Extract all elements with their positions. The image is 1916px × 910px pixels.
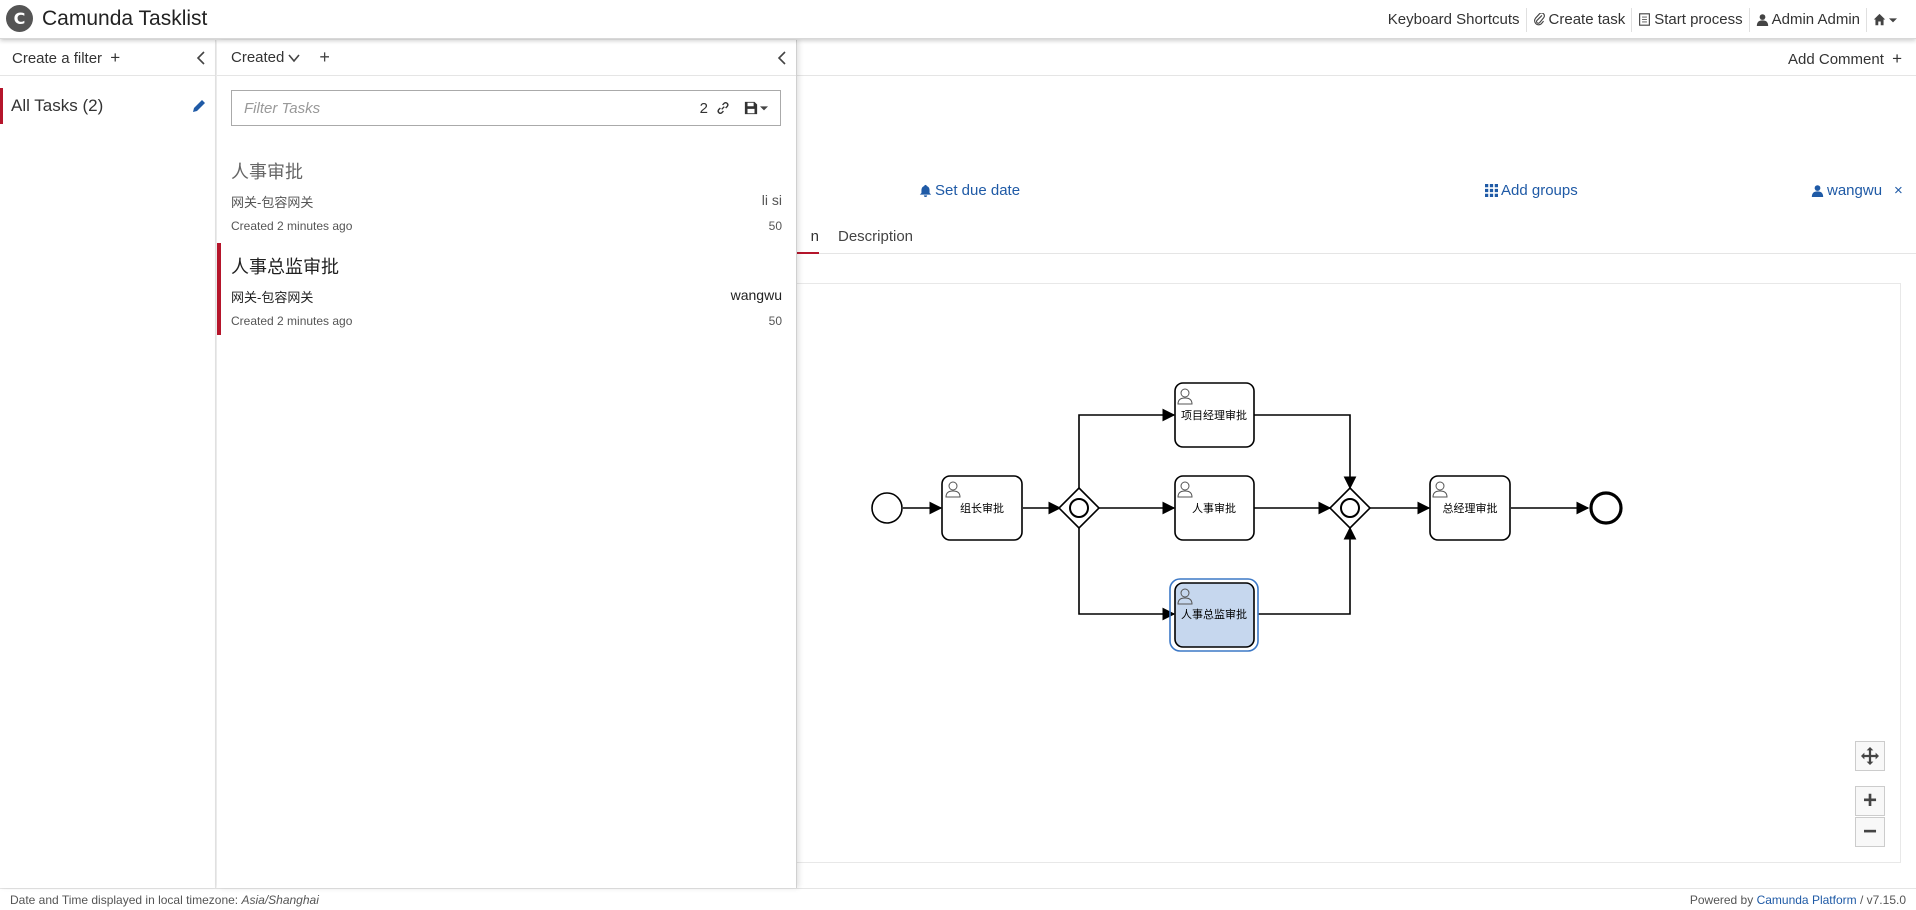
create-filter-label: Create a filter bbox=[12, 49, 103, 67]
version-label: / v7.15.0 bbox=[1859, 893, 1906, 907]
filter-label: All Tasks (2) bbox=[11, 96, 104, 115]
task-name: 人事审批 bbox=[231, 162, 303, 182]
user-name: Admin Admin bbox=[1771, 11, 1860, 28]
list-alt-icon bbox=[1639, 13, 1651, 26]
user-icon bbox=[1811, 185, 1824, 197]
task-process: 网关-包容网关 bbox=[231, 195, 314, 210]
keyboard-shortcuts-link[interactable]: Keyboard Shortcuts bbox=[1382, 11, 1526, 28]
set-due-date-button[interactable]: Set due date bbox=[919, 182, 1020, 199]
timezone-label: Date and Time displayed in local timezon… bbox=[10, 893, 239, 907]
footer: Date and Time displayed in local timezon… bbox=[0, 888, 1916, 910]
task-meta-row: 网关-包容网关 li si bbox=[231, 192, 782, 211]
zoom-out-button[interactable]: − bbox=[1855, 817, 1885, 847]
bpmn-diagram-container bbox=[797, 283, 1901, 863]
filters-header: Create a filter + bbox=[0, 40, 215, 76]
nav-divider bbox=[1748, 7, 1750, 32]
top-nav: Keyboard Shortcuts Create task Start pro… bbox=[1382, 0, 1906, 39]
nav-divider bbox=[1866, 7, 1867, 32]
bell-icon bbox=[919, 184, 932, 197]
task-process: 网关-包容网关 bbox=[231, 290, 314, 305]
add-comment-label: Add Comment bbox=[1788, 51, 1884, 68]
powered-by: Powered by Camunda Platform / v7.15.0 bbox=[1690, 893, 1906, 907]
task-assignee: wangwu bbox=[730, 287, 782, 303]
pencil-icon[interactable] bbox=[191, 98, 207, 114]
grid-icon bbox=[1485, 184, 1498, 197]
assignee-button[interactable]: wangwu bbox=[1811, 182, 1882, 199]
floppy-disk-icon bbox=[744, 101, 758, 115]
filters-panel: Create a filter + All Tasks (2) bbox=[0, 40, 216, 888]
add-comment-button[interactable]: Add Comment + bbox=[1788, 49, 1902, 69]
add-groups-button[interactable]: Add groups bbox=[1485, 182, 1578, 199]
task-search: 2 bbox=[231, 90, 781, 126]
camunda-platform-link[interactable]: Camunda Platform bbox=[1756, 893, 1857, 907]
keyboard-shortcuts-label: Keyboard Shortcuts bbox=[1387, 11, 1520, 28]
task-item-selected[interactable]: 人事总监审批 网关-包容网关 wangwu Created 2 minutes … bbox=[217, 243, 796, 335]
task-name: 人事总监审批 bbox=[231, 257, 339, 277]
create-task-label: Create task bbox=[1548, 11, 1626, 28]
task-created: Created 2 minutes ago bbox=[231, 314, 353, 328]
tasklist-panel: Created + 2 人事审批 网关-包容网关 li si Created 2… bbox=[217, 40, 797, 888]
assignee-control: wangwu × bbox=[1811, 182, 1903, 199]
user-menu[interactable]: Admin Admin bbox=[1750, 11, 1866, 28]
add-groups-label: Add groups bbox=[1501, 182, 1578, 199]
chevron-left-icon[interactable] bbox=[776, 50, 788, 66]
zoom-in-button[interactable]: + bbox=[1855, 786, 1885, 816]
caret-down-icon bbox=[760, 106, 768, 111]
app-title: Camunda Tasklist bbox=[42, 6, 208, 30]
chevron-left-icon[interactable] bbox=[195, 50, 207, 66]
tab-form[interactable]: n bbox=[797, 228, 819, 254]
tab-description[interactable]: Description bbox=[838, 228, 914, 245]
task-detail-header: Add Comment + bbox=[797, 40, 1916, 76]
save-search-dropdown[interactable] bbox=[744, 101, 768, 115]
assignee-name: wangwu bbox=[1827, 182, 1883, 199]
top-navbar: C Camunda Tasklist Keyboard Shortcuts Cr… bbox=[0, 0, 1916, 39]
start-process-label: Start process bbox=[1654, 11, 1743, 28]
task-meta-row: 网关-包容网关 wangwu bbox=[231, 287, 782, 306]
filter-item-all-tasks[interactable]: All Tasks (2) bbox=[0, 88, 215, 124]
task-count: 2 bbox=[699, 99, 708, 117]
task-item[interactable]: 人事审批 网关-包容网关 li si Created 2 minutes ago… bbox=[217, 148, 796, 240]
home-icon bbox=[1873, 13, 1886, 26]
brand[interactable]: C Camunda Tasklist bbox=[6, 5, 207, 32]
task-priority: 50 bbox=[768, 314, 782, 328]
user-icon bbox=[1756, 14, 1768, 26]
create-task-link[interactable]: Create task bbox=[1527, 11, 1632, 28]
sort-label: Created bbox=[231, 49, 285, 66]
powered-by-label: Powered by bbox=[1689, 893, 1754, 907]
paperclip-icon bbox=[1533, 13, 1545, 26]
task-date-row: Created 2 minutes ago 50 bbox=[231, 314, 782, 328]
set-due-date-label: Set due date bbox=[935, 182, 1021, 199]
create-filter-button[interactable]: Create a filter + bbox=[12, 48, 120, 68]
link-icon[interactable] bbox=[716, 101, 730, 115]
start-process-link[interactable]: Start process bbox=[1632, 11, 1748, 28]
timezone-value: Asia/Shanghai bbox=[241, 893, 319, 907]
move-icon bbox=[1861, 747, 1879, 765]
add-sort-button[interactable]: + bbox=[319, 47, 330, 67]
caret-down-icon bbox=[1889, 17, 1897, 22]
nav-divider bbox=[1525, 7, 1527, 32]
remove-assignee-button[interactable]: × bbox=[1894, 182, 1903, 199]
camunda-logo: C bbox=[6, 5, 33, 32]
task-assignee: li si bbox=[761, 192, 782, 208]
task-tabs: n Description bbox=[797, 222, 1916, 254]
nav-divider bbox=[1631, 7, 1633, 32]
sort-dropdown[interactable]: Created bbox=[231, 49, 301, 66]
task-created: Created 2 minutes ago bbox=[231, 219, 353, 233]
task-priority: 50 bbox=[768, 219, 782, 233]
reset-zoom-button[interactable] bbox=[1855, 741, 1885, 771]
home-menu[interactable] bbox=[1867, 13, 1906, 26]
plus-icon: + bbox=[1892, 49, 1902, 68]
chevron-down-icon bbox=[288, 53, 300, 62]
filter-tasks-input[interactable] bbox=[232, 91, 700, 125]
plus-icon: + bbox=[110, 47, 121, 67]
task-date-row: Created 2 minutes ago 50 bbox=[231, 219, 782, 233]
timezone-note: Date and Time displayed in local timezon… bbox=[10, 893, 319, 907]
tasklist-header: Created + bbox=[217, 40, 796, 76]
